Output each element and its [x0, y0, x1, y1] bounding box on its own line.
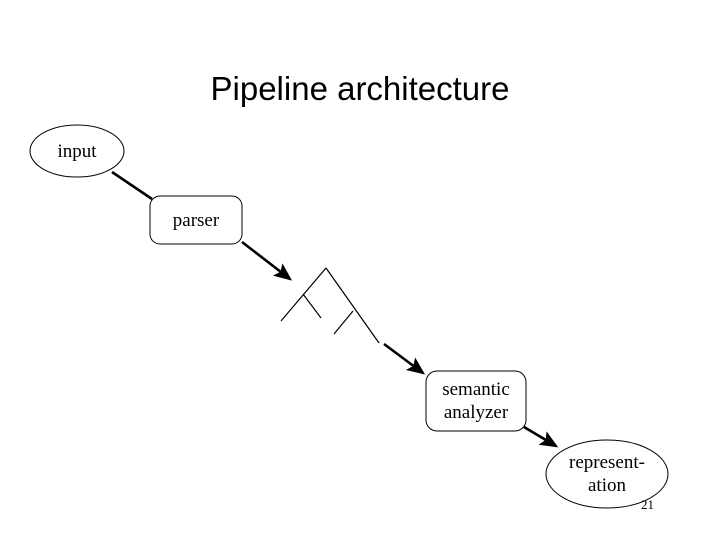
parse-tree-sketch [280, 267, 380, 344]
edge-parser-to-parse-tree [241, 240, 293, 281]
page-number: 21 [641, 497, 654, 512]
node-semantic-analyzer-shape[interactable] [425, 370, 527, 432]
node-parser-shape[interactable] [149, 195, 243, 245]
page-title: Pipeline architecture [210, 70, 510, 107]
edge-semantic-analyzer-to-representation [523, 425, 559, 448]
edge-parse-tree-to-semantic-analyzer [383, 342, 426, 375]
node-representation-shape[interactable] [545, 439, 669, 509]
node-input-shape[interactable] [29, 124, 125, 178]
edge-input-to-parser [111, 170, 153, 201]
